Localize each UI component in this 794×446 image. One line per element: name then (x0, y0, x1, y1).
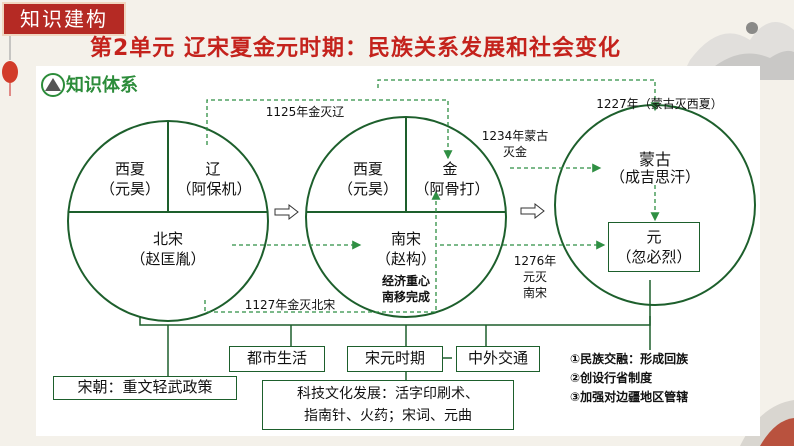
beisong-label: 北宋 (152, 230, 183, 248)
event-1276-line3: 南宋 (522, 286, 547, 300)
economic-note-1: 经济重心 (381, 274, 430, 288)
circle-left (67, 120, 269, 322)
menggu-label: 蒙古 (638, 150, 671, 169)
list-item: ①民族交融：形成回族 (570, 352, 689, 366)
event-1234-line2: 灭金 (502, 145, 527, 159)
xixia-mid-label: 西夏 (352, 160, 383, 178)
page-title: 第2单元 辽宋夏金元时期：民族关系发展和社会变化 (90, 36, 621, 61)
event-1125: 1125年金灭辽 (265, 105, 345, 119)
city-life-box: 都市生活 (229, 346, 325, 372)
nansong-label: 南宋 (390, 230, 421, 248)
yuan-label: 元 (646, 228, 662, 246)
event-1234-line1: 1234年蒙古 (481, 129, 549, 143)
tech-line-2: 指南针、火药；宋词、元曲 (304, 408, 472, 424)
list-item: ③加强对边疆地区管辖 (570, 390, 689, 404)
list-item: ②创设行省制度 (570, 371, 653, 385)
section-badge: 知识建构 (2, 2, 126, 36)
section-pyramid-icon (41, 73, 65, 97)
jin-label: 金 (442, 160, 458, 178)
kublai-label: （忽必烈） (616, 248, 692, 266)
economic-note-2: 南移完成 (381, 290, 430, 304)
event-1127: 1127年金灭北宋 (244, 298, 336, 312)
aguda-label: （阿骨打） (414, 180, 490, 198)
lantern-icon (2, 36, 18, 96)
genghis-label: （成吉思汗） (609, 168, 700, 186)
zhaogou-label: （赵构） (375, 250, 436, 268)
liao-label: 辽 (205, 160, 221, 178)
section-title: 知识体系 (66, 75, 138, 96)
yuan-box: 元 （忽必烈） (608, 222, 700, 272)
abaoji-label: （阿保机） (176, 180, 252, 198)
circle-right (554, 104, 756, 306)
circle-mid (305, 116, 507, 318)
event-1227: 1227年（蒙古灭西夏） (596, 97, 723, 111)
event-1276-line2: 元灭 (522, 270, 547, 284)
arrow-mid-to-right-icon (520, 202, 545, 220)
yuan-points-list: ①民族交融：形成回族 ②创设行省制度 ③加强对边疆地区管辖 (570, 350, 770, 407)
xixia-label: 西夏 (114, 160, 145, 178)
zhaokuangyin-label: （赵匡胤） (130, 250, 206, 268)
tech-line-1: 科技文化发展：活字印刷术、 (297, 386, 479, 402)
event-1276-line1: 1276年 (513, 254, 557, 268)
song-yuan-period-box: 宋元时期 (347, 346, 443, 372)
arrow-left-to-mid-icon (274, 203, 299, 221)
yuanhao-label: （元昊） (99, 180, 160, 198)
foreign-traffic-box: 中外交通 (456, 346, 540, 372)
tech-culture-box: 科技文化发展：活字印刷术、 指南针、火药；宋词、元曲 (262, 380, 514, 430)
song-policy-box: 宋朝：重文轻武政策 (53, 376, 237, 400)
yuanhao-mid-label: （元昊） (337, 180, 398, 198)
